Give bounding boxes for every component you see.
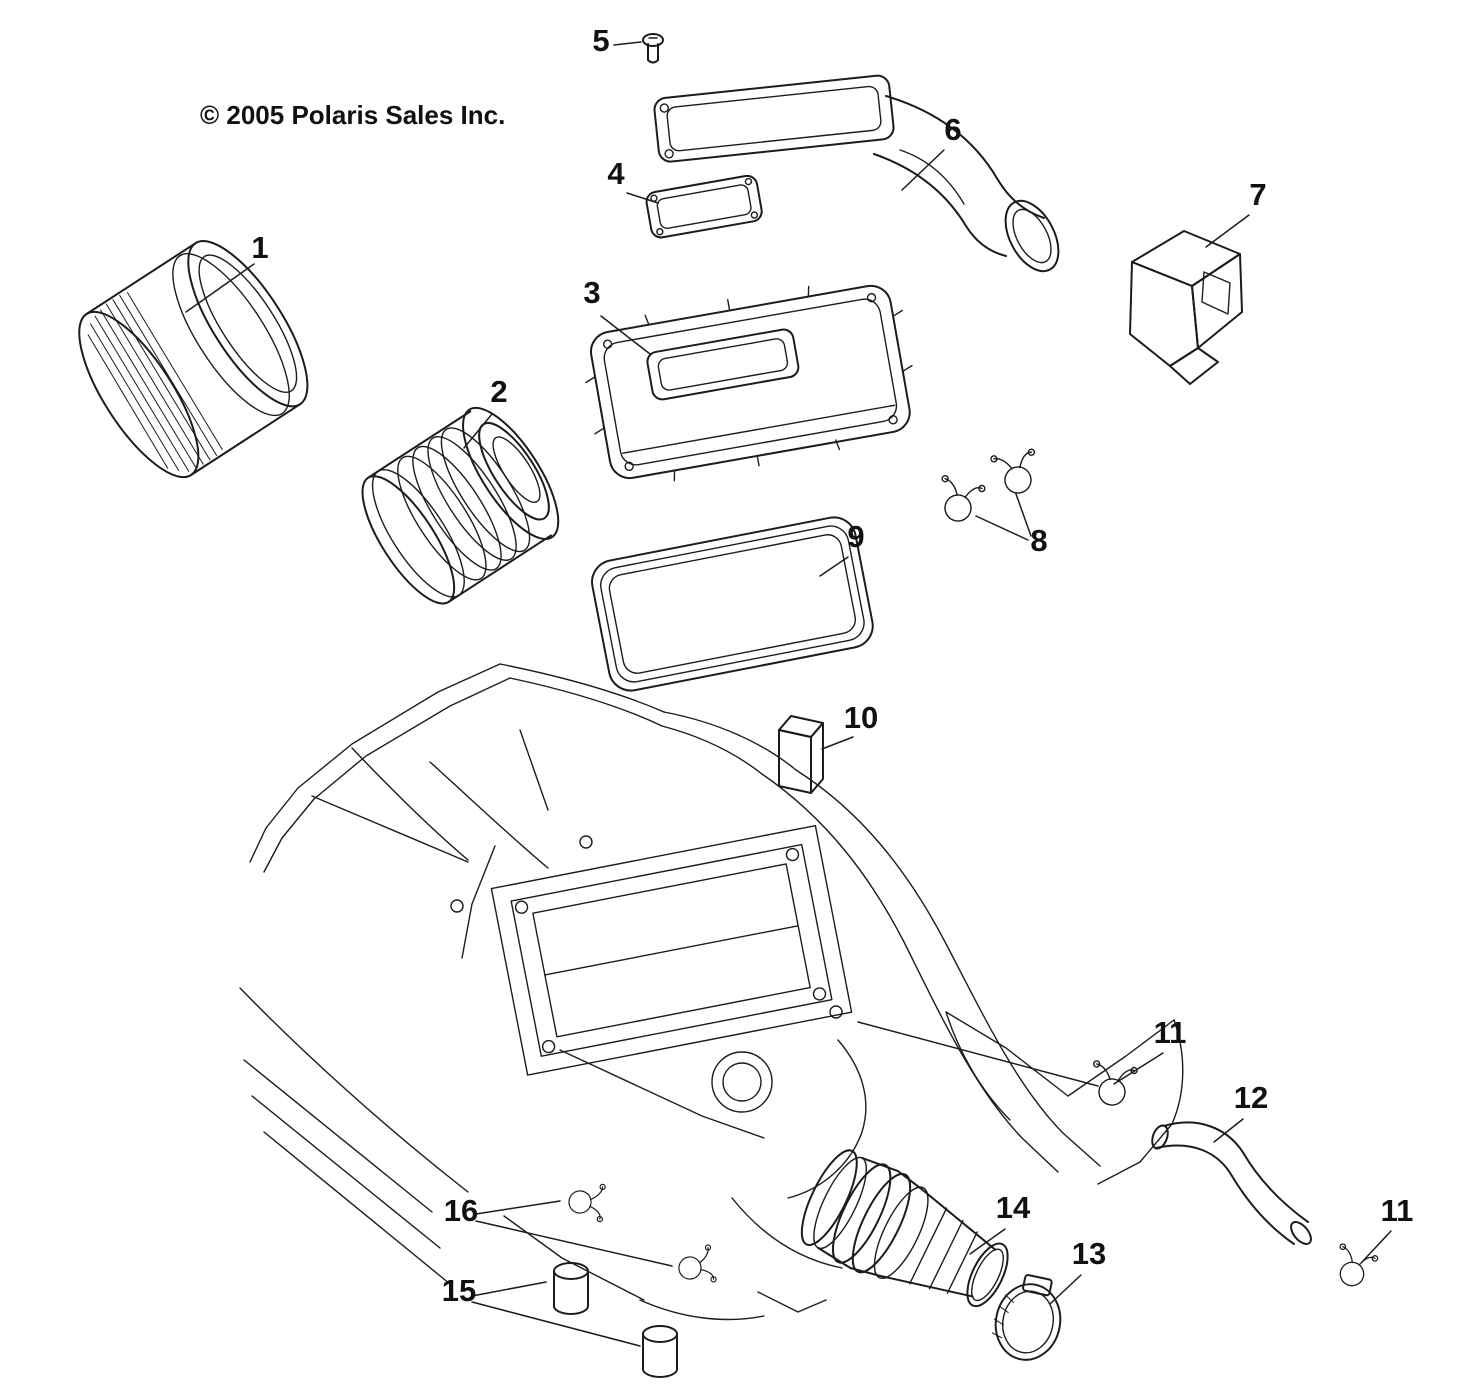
callout-1: 1 (251, 230, 268, 265)
part-15-bushings (553, 1262, 678, 1378)
leader-lines (185, 41, 1392, 1347)
part-1-filter-outer (78, 240, 309, 479)
part-5-screw (642, 33, 664, 64)
callout-11: 11 (1154, 1015, 1187, 1050)
part-9-seal (591, 516, 874, 692)
part-3-airbox-cover (585, 284, 913, 482)
part-10-foam-block (778, 715, 824, 794)
part-14-intake-boot (800, 1149, 1009, 1308)
copyright-text: © 2005 Polaris Sales Inc. (200, 100, 505, 130)
callout-13: 13 (1072, 1236, 1106, 1271)
callout-9: 9 (847, 519, 864, 554)
callout-2: 2 (490, 374, 507, 409)
part-13-hose-clamp (991, 1274, 1062, 1361)
callout-10: 10 (844, 700, 878, 735)
part-6-intake-duct (653, 74, 1060, 273)
part-2-filter-inner (361, 406, 560, 605)
callout-7: 7 (1249, 177, 1266, 212)
part-8-clamps (931, 448, 1042, 527)
callout-labels: 1 2 3 4 5 6 7 8 9 10 11 12 13 14 15 16 1… (251, 23, 1413, 1308)
part-12-hose (1151, 1121, 1312, 1245)
callout-16: 16 (444, 1193, 478, 1228)
callout-8: 8 (1030, 523, 1047, 558)
callout-12: 12 (1234, 1080, 1268, 1115)
part-7-resonator-box (1129, 230, 1243, 385)
callout-3: 3 (583, 275, 600, 310)
part-4-gasket (645, 174, 763, 239)
callout-11b: 11 (1381, 1193, 1414, 1228)
part-11-spring-clamp-lower (1327, 1242, 1380, 1293)
callout-4: 4 (607, 156, 625, 191)
callout-6: 6 (944, 112, 961, 147)
callout-5: 5 (592, 23, 609, 58)
callout-14: 14 (996, 1190, 1031, 1225)
chassis-body (239, 663, 1184, 1321)
callout-15: 15 (442, 1273, 476, 1308)
